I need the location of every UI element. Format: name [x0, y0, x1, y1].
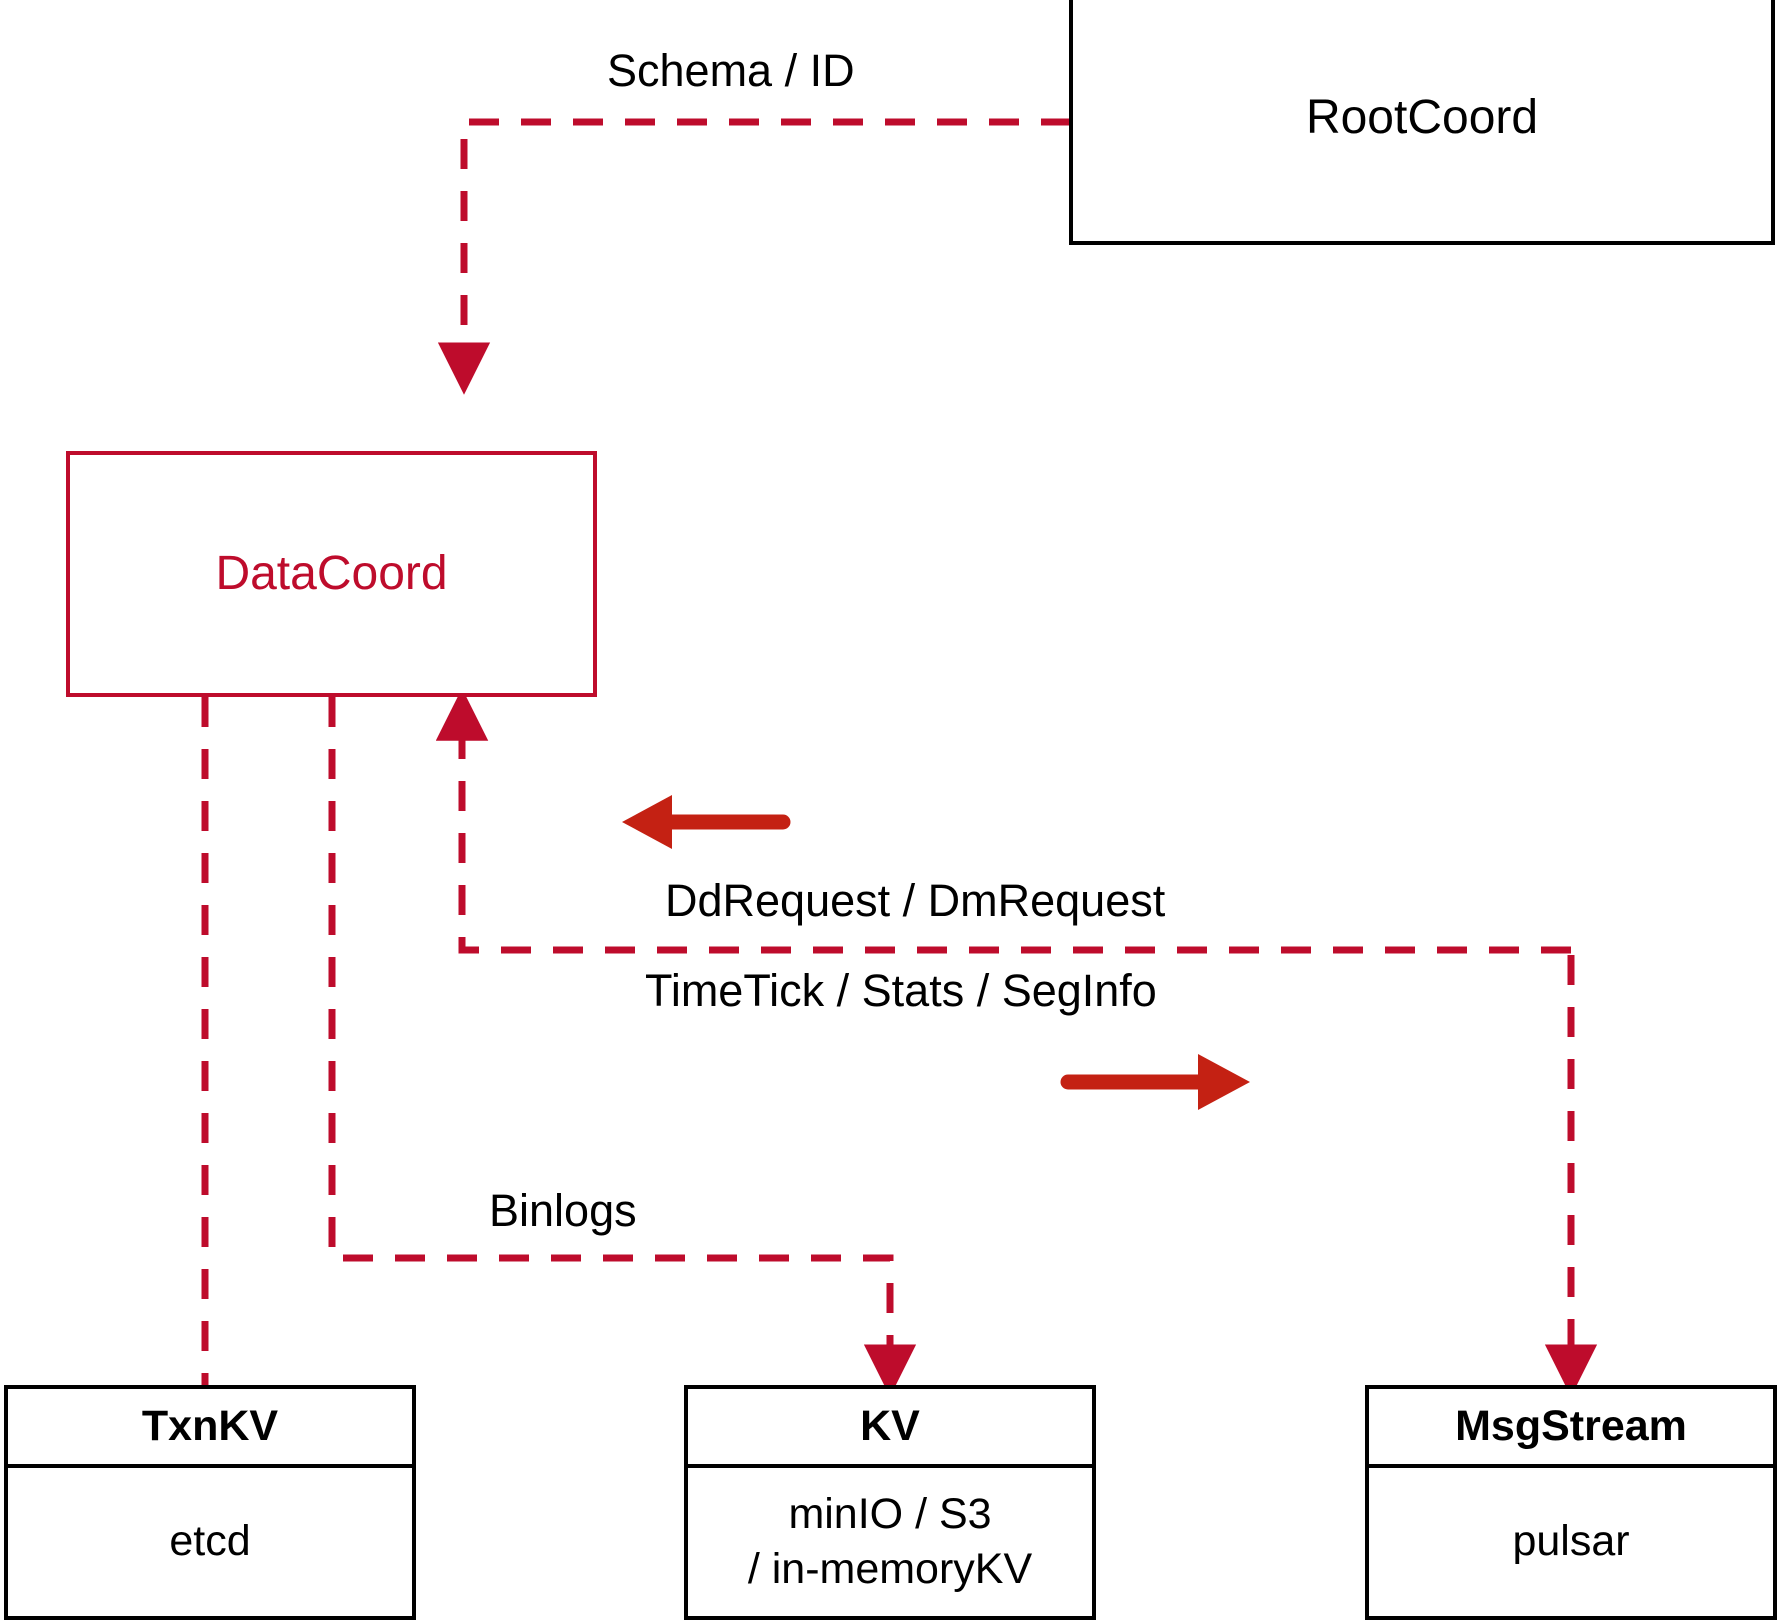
node-txnkv-header: TxnKV — [8, 1389, 412, 1468]
node-txnkv[interactable]: TxnKV etcd — [4, 1385, 416, 1620]
node-msgstream-title: MsgStream — [1455, 1402, 1687, 1450]
edge-datacoord-to-kv — [328, 697, 917, 1397]
node-kv-impl-1: / in-memoryKV — [747, 1545, 1033, 1593]
node-rootcoord[interactable]: RootCoord — [1069, 0, 1775, 245]
node-msgstream-header: MsgStream — [1369, 1389, 1773, 1468]
node-kv[interactable]: KV minIO / S3 / in-memoryKV — [684, 1385, 1096, 1620]
node-kv-body: minIO / S3 / in-memoryKV — [688, 1468, 1092, 1616]
node-rootcoord-label: RootCoord — [1305, 90, 1539, 144]
edge-label-timetick-stats-seginfo: TimeTick / Stats / SegInfo — [645, 965, 1157, 1016]
node-msgstream[interactable]: MsgStream pulsar — [1365, 1385, 1777, 1620]
outbound-direction-arrow-icon — [1060, 1054, 1250, 1110]
node-kv-impl-0: minIO / S3 — [788, 1489, 992, 1538]
node-datacoord[interactable]: DataCoord — [66, 451, 597, 697]
node-txnkv-title: TxnKV — [141, 1402, 279, 1450]
edge-rootcoord-to-datacoord — [437, 118, 1071, 395]
node-msgstream-impl-0: pulsar — [1512, 1517, 1630, 1566]
node-datacoord-label: DataCoord — [215, 547, 448, 600]
edge-label-dd-dm-request: DdRequest / DmRequest — [665, 875, 1166, 926]
node-msgstream-body: pulsar — [1369, 1468, 1773, 1616]
edge-label-schema-id: Schema / ID — [607, 45, 855, 96]
node-txnkv-body: etcd — [8, 1468, 412, 1616]
node-kv-header: KV — [688, 1389, 1092, 1468]
inbound-direction-arrow-icon — [622, 795, 791, 849]
edge-label-binlogs: Binlogs — [489, 1185, 637, 1236]
node-txnkv-impl-0: etcd — [169, 1517, 251, 1566]
edge-msgstream-to-datacoord — [435, 688, 1571, 954]
node-kv-title: KV — [860, 1402, 920, 1450]
